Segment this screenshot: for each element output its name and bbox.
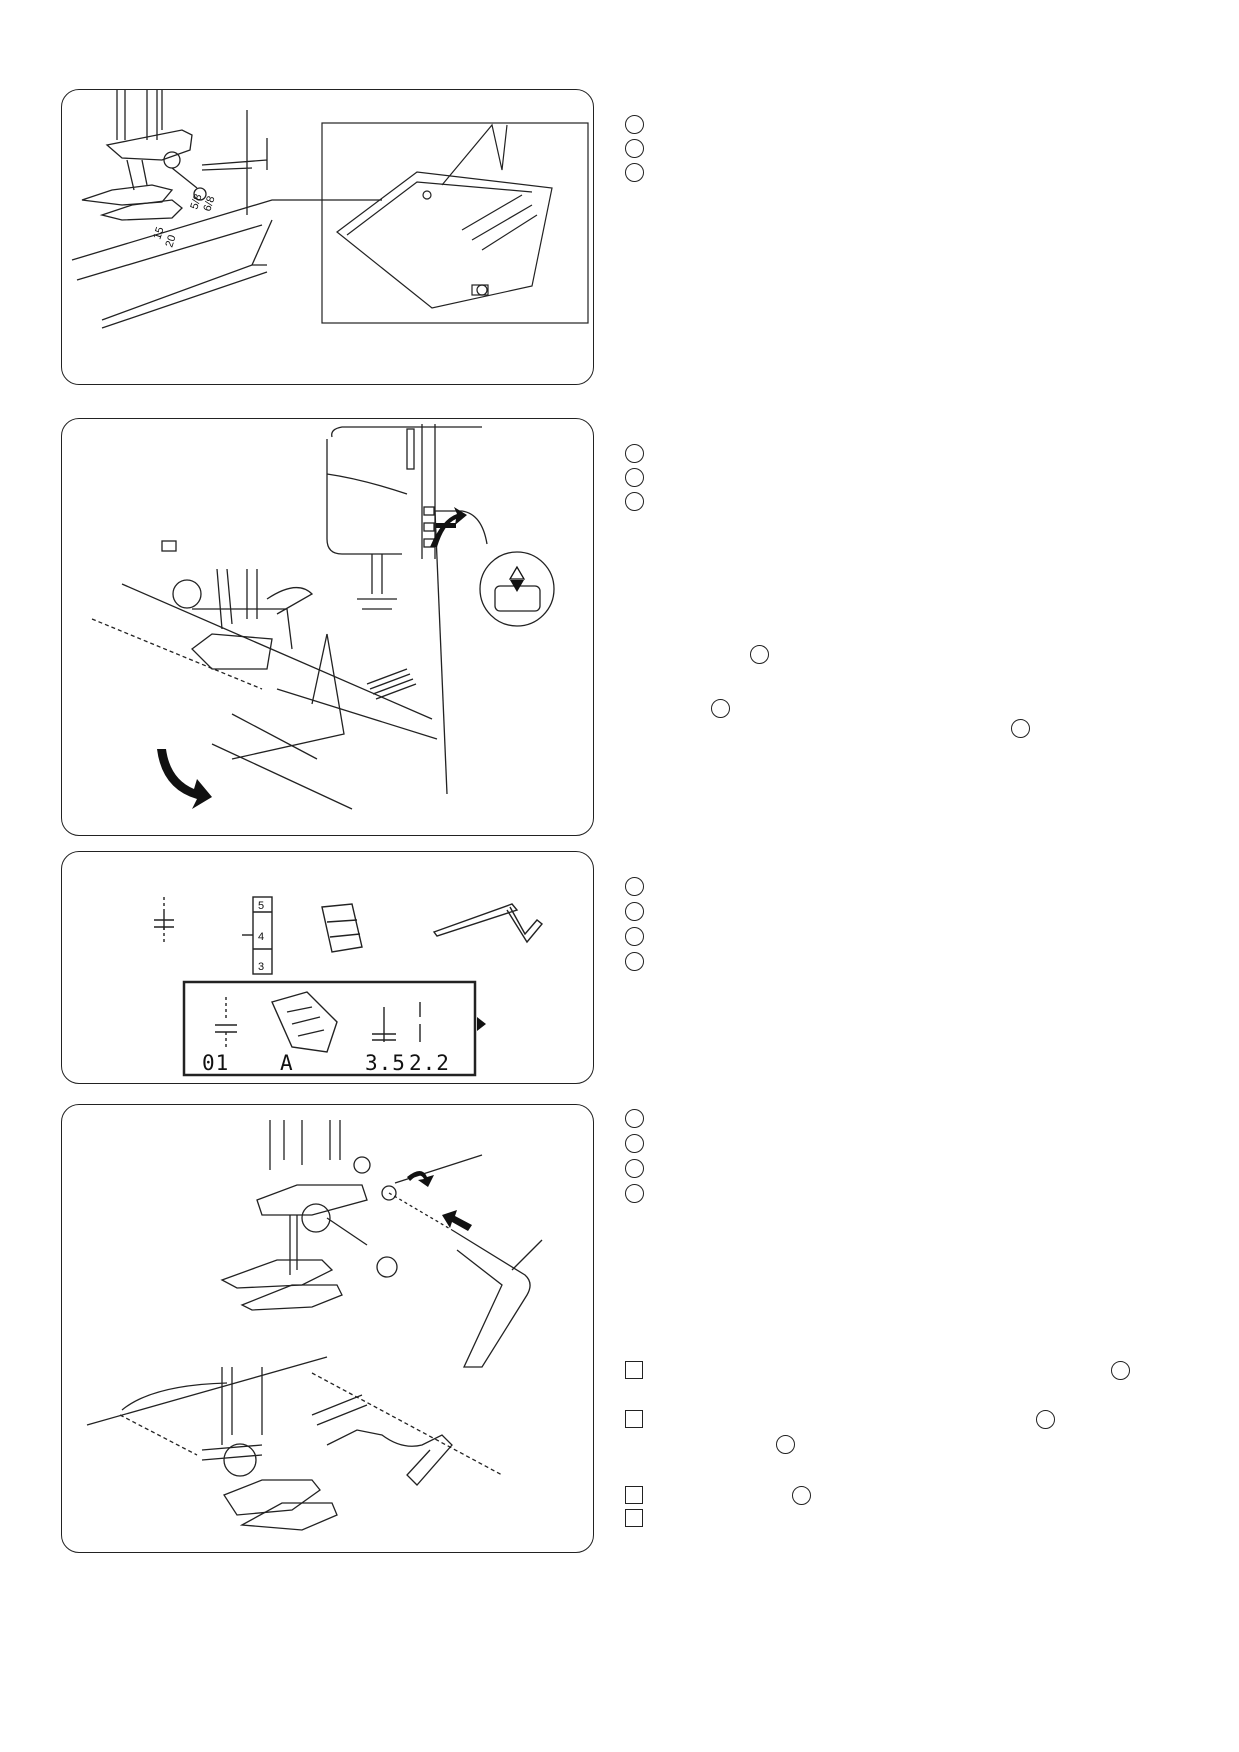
ref-mark-3b [625,492,644,511]
step-box-1 [625,1361,643,1379]
lcd-pattern-number: 01 [202,1051,229,1075]
ref-mark-i [1111,1361,1130,1380]
lcd-foot-icon [271,991,338,1053]
presser-foot-a-icon [321,903,363,953]
needle-up-down-icon [510,580,524,592]
ref-mark-g [625,1159,644,1178]
ref-mark-h [625,1184,644,1203]
seam-label-6-8: 6/8 [201,195,217,213]
ref-mark-4b [750,645,769,664]
rotate-arrow-icon [407,1171,434,1187]
step-box-2 [625,1410,643,1428]
ref-mark-f [625,1134,644,1153]
figure-panel-pivot [61,418,594,836]
lcd-width-icon [372,1007,396,1042]
ref-mark-6b [1011,719,1030,738]
figure-panel-settings: 5 4 3 01 A 3.5 2.2 [61,851,594,1084]
ref-mark-5b [711,699,730,718]
ref-mark-1 [625,115,644,134]
seam-label-20: 20 [163,234,178,249]
lcd-display [182,980,477,1077]
ref-mark-b [625,902,644,921]
ref-mark-e [625,1109,644,1128]
pivot-illustration [91,424,555,810]
ref-mark-k [776,1435,795,1454]
dial-number-4: 4 [258,931,264,943]
triangle-right-icon[interactable] [477,1017,486,1031]
step-box-3 [625,1486,643,1504]
figure-panel-seam-guide: 5/8 6/8 15 20 [61,89,594,385]
quilting-guide-illustration [86,1120,543,1531]
throat-plate-inset [321,122,589,324]
seam-label-15: 15 [151,226,166,241]
figure-panel-quilting-guide [61,1104,594,1553]
ref-mark-2 [625,139,644,158]
seam-label-5-8: 5/8 [188,193,204,211]
step-box-4 [625,1509,643,1527]
lcd-foot-letter: A [280,1051,294,1075]
ref-mark-l [792,1486,811,1505]
ref-mark-a [625,877,644,896]
ref-mark-2b [625,468,644,487]
curved-arrow-icon [157,749,212,809]
lcd-stitch-width: 3.5 [365,1051,406,1075]
ref-mark-j [1036,1410,1055,1429]
dial-number-3: 3 [258,961,264,973]
quilting-guide-bar-icon [432,903,543,944]
needle-position-icon [154,897,174,942]
dial-number-5: 5 [258,900,264,912]
lcd-stitch-length: 2.2 [409,1051,450,1075]
seam-guide-illustration: 5/8 6/8 15 20 [71,90,589,329]
lcd-needle-icon [215,997,237,1047]
ref-mark-d [625,952,644,971]
dial-numbers: 5 4 3 [258,900,264,973]
insert-arrow-icon [442,1210,472,1231]
ref-mark-1b [625,444,644,463]
settings-illustration: 5 4 3 01 A 3.5 2.2 [154,896,543,1077]
ref-mark-3 [625,163,644,182]
seam-guide-labels: 5/8 6/8 15 20 [151,193,217,249]
tension-dial [242,896,273,975]
ref-mark-c [625,927,644,946]
